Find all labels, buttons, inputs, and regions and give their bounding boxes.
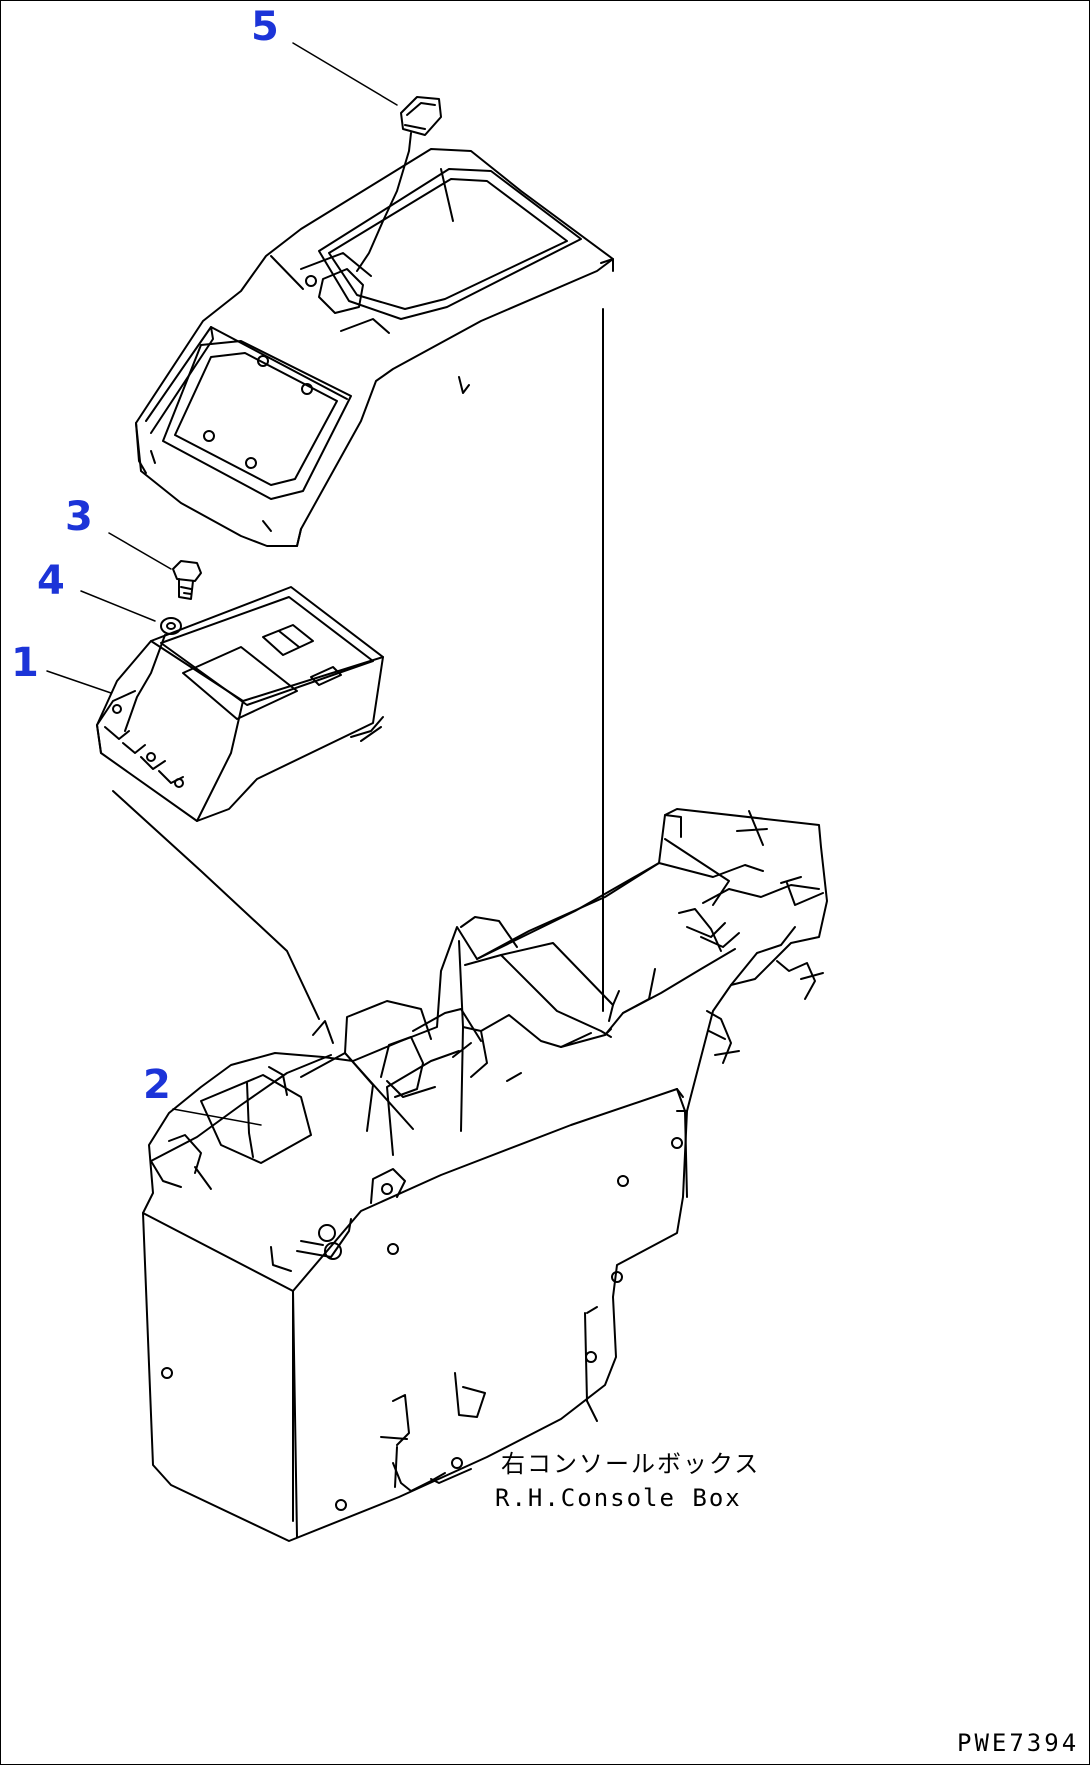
leader-2 (172, 1108, 262, 1126)
callout-5: 5 (251, 4, 279, 50)
screw-part-3 (172, 560, 202, 600)
leader-4 (80, 590, 156, 622)
monitor-panel-part-1 (96, 586, 384, 822)
console-caption-en: R.H.Console Box (495, 1484, 742, 1512)
guide-line-diagonal (112, 790, 320, 1020)
callout-4: 4 (37, 558, 65, 604)
leader-3 (108, 532, 172, 570)
drawing-reference: PWE7394 (957, 1729, 1080, 1757)
leader-1 (46, 670, 112, 694)
switch-part-5 (356, 96, 442, 272)
callout-2: 2 (143, 1062, 171, 1108)
console-caption-jp: 右コンソールボックス (501, 1450, 761, 1478)
callout-leaders (46, 42, 398, 1126)
callout-1: 1 (11, 640, 39, 686)
washer-part-4 (124, 617, 182, 732)
console-box (142, 808, 828, 1542)
leader-5 (292, 42, 398, 106)
callout-3: 3 (65, 494, 93, 540)
top-cover (135, 148, 614, 547)
